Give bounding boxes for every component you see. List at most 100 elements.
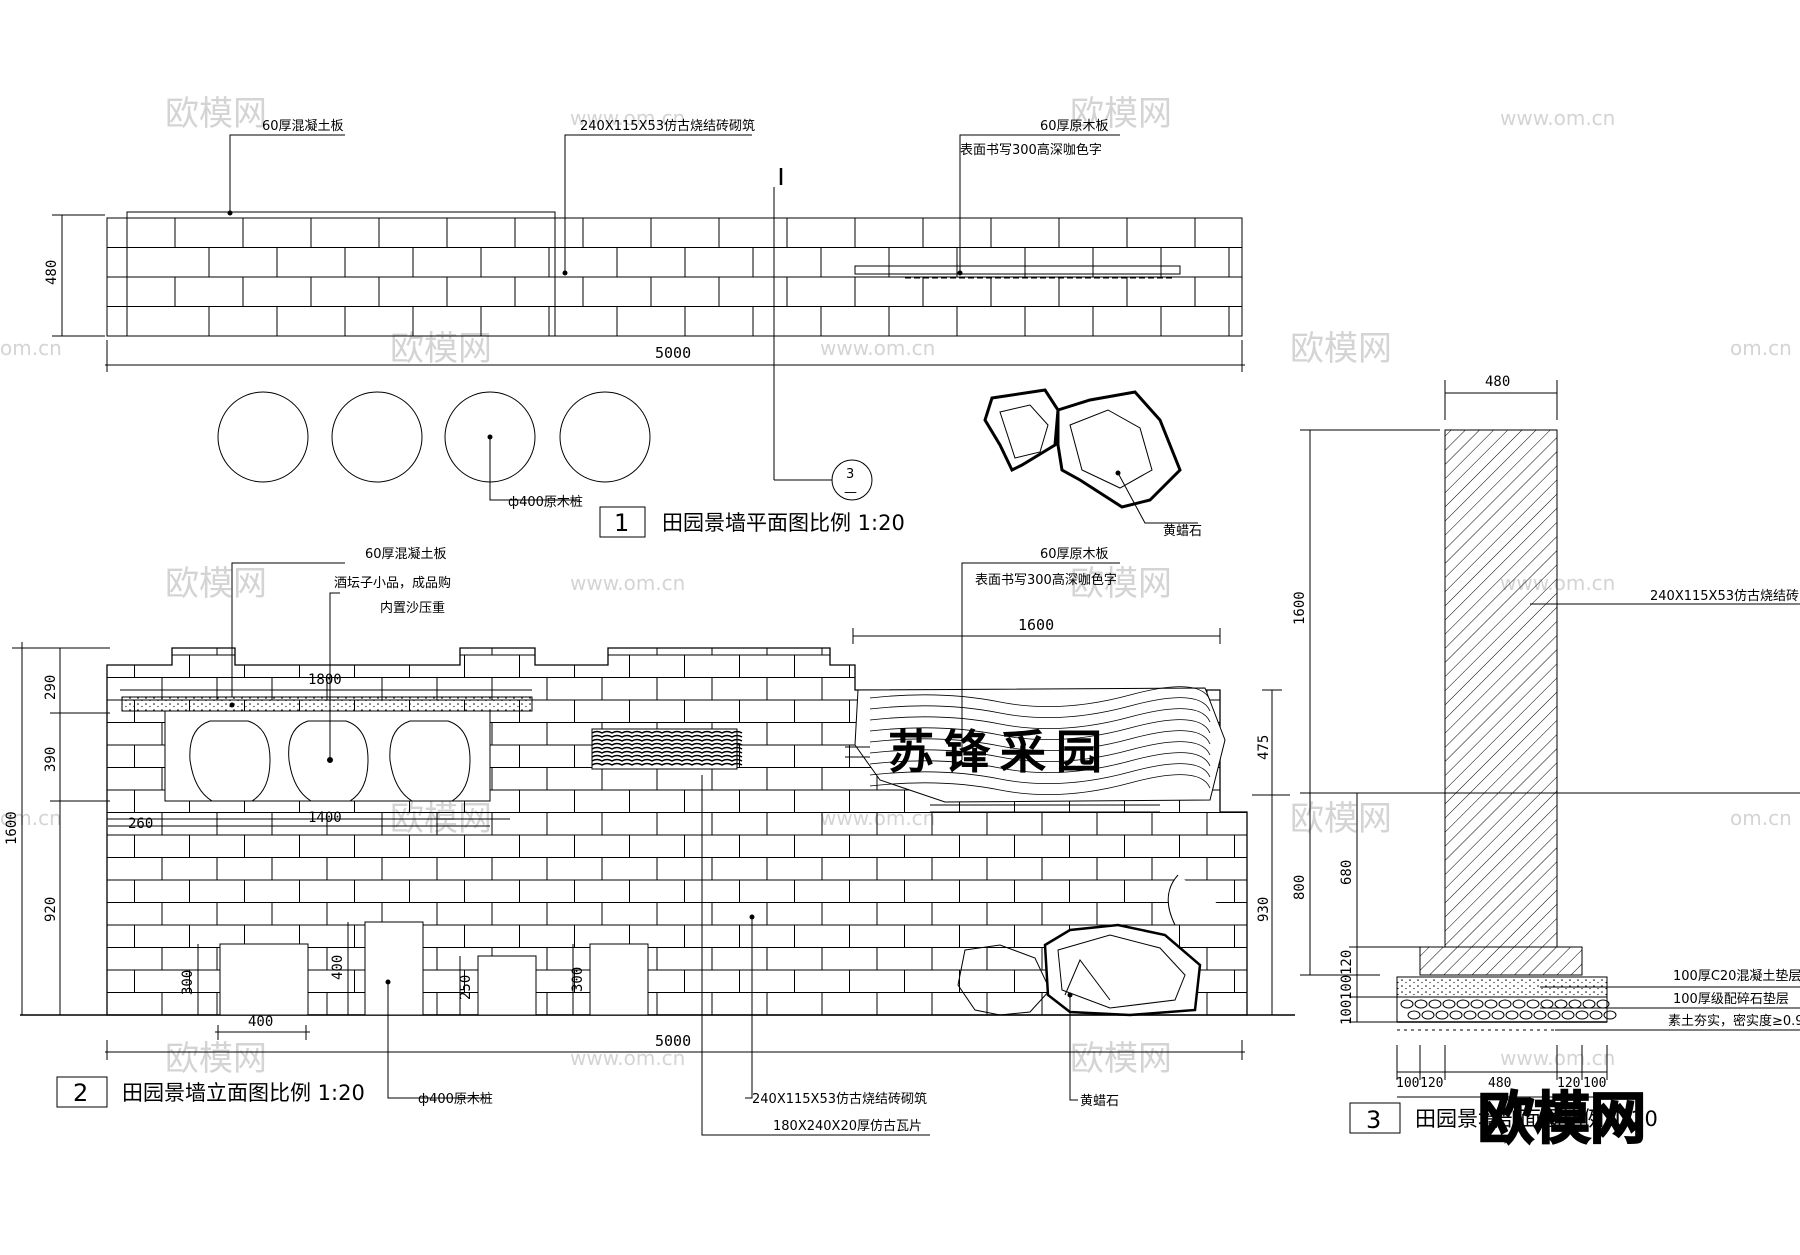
wood-grain-line [869,730,1211,752]
elevation-view [12,562,1295,1136]
elev-label-slab: 60厚混凝土板 [365,546,447,562]
elev-stone-detail [1064,959,1111,1001]
plan-stone [983,388,1060,473]
wood-grain-line [869,708,1211,730]
elevation-texts: 60厚混凝土板 酒坛子小品，成品购 内置沙压重 60厚原木板 表面书写300高深… [4,546,1272,1134]
gravel-stone [1561,1010,1575,1020]
leader-dot [749,914,755,920]
watermark-url: om.cn [1730,806,1792,830]
section-texts: 480 1600 800 680 120 100 100 240X115X53仿… [1292,374,1800,1153]
gravel-stone [1582,999,1596,1009]
watermark-text: 欧模网 [165,1039,267,1079]
elev-dim-length: 5000 [655,1032,691,1050]
elev-stone [957,944,1051,1016]
section-label-brick: 240X115X53仿古烧结砖 [1650,589,1799,604]
elev-dim-1600: 1600 [4,811,20,845]
leader-dot [957,270,963,276]
section-title: 田园景墙剖面图比例 1:20 [1415,1107,1658,1131]
gravel-stone [1540,999,1554,1009]
elev-opening [364,921,424,1016]
plan-timber-pile [331,391,423,483]
leader-dot [385,979,391,985]
elev-title-box [56,1076,108,1108]
watermark-text: 欧模网 [1070,94,1172,134]
watermark-url: www.om.cn [1500,106,1615,130]
section-dim-bottom: 120 [1557,1076,1580,1091]
tile-wave [591,738,743,742]
elev-brick-leader [745,917,753,1099]
tile-wave [591,754,743,758]
elev-dim-400a: 400 [330,955,346,980]
watermark-url: om.cn [1730,336,1792,360]
section-dim-bottom: 100 [1583,1076,1606,1091]
plan-pile-leader [489,437,580,501]
watermark-text: 欧模网 [165,564,267,604]
gravel-stone [1428,999,1442,1009]
watermark-url: om.cn [0,336,62,360]
watermark-url: om.cn [0,806,62,830]
leader-dot [327,757,333,763]
leader-dot [487,434,493,440]
elev-wall-outline [106,647,1248,1016]
elev-dim-shelf-bottom: 1400 [308,810,342,826]
watermark-url: www.om.cn [570,1046,685,1070]
plan-stone-leader [1117,472,1198,524]
section-dim-120: 120 [1339,950,1355,975]
elev-dim-930: 930 [1256,897,1272,922]
elev-dim-300a: 300 [180,970,196,995]
elev-concrete-slab [121,696,533,712]
watermark-layer: 欧模网 www.om.cn 欧模网 www.om.cn om.cn 欧模网 ww… [0,94,1792,1079]
section-callout-sub: — [844,485,857,500]
elev-opening [219,943,309,1016]
section-label-concrete: 100厚C20混凝土垫层 [1673,968,1800,984]
section-dim-bottom: 100 [1396,1076,1419,1091]
watermark-url: www.om.cn [1500,1046,1615,1070]
elev-label-jar-note: 内置沙压重 [380,600,445,616]
watermark-url: www.om.cn [820,336,935,360]
watermark-text: 欧模网 [1070,1039,1172,1079]
gravel-stone [1414,999,1428,1009]
plan-label-stone: 黄蜡石 [1163,524,1202,539]
wood-grain-line [869,752,1211,774]
elev-jar-leader [329,592,340,760]
plan-texts: 60厚混凝土板 240X115X53仿古烧结砖砌筑 60厚原木板 表面书写300… [44,118,1202,539]
elev-dim-920: 920 [43,897,59,922]
elev-dim-sign-width: 1600 [1018,616,1054,634]
watermark-url: www.om.cn [570,571,685,595]
tile-wave [591,758,743,762]
elev-tile-leader [701,775,930,1136]
watermark-text: 欧模网 [1290,329,1392,369]
elev-title: 田园景墙立面图比例 1:20 [122,1081,365,1105]
gravel-stone [1603,1010,1617,1020]
section-dim-100b: 100 [1339,1000,1355,1025]
elev-label-board: 60厚原木板 [1040,547,1109,562]
elev-dim-opening-width: 400 [248,1014,273,1030]
plan-timber-pile [559,391,651,483]
gravel-stone [1435,1010,1449,1020]
elev-label-stone: 黄蜡石 [1080,1094,1119,1109]
tile-wave [591,762,743,766]
elev-slab-leader [231,562,345,697]
gravel-stone [1519,1010,1533,1020]
section-dim-bottom: 480 [1488,1076,1511,1091]
plan-label-slab: 60厚混凝土板 [262,118,344,134]
elev-tile-pattern [591,730,743,766]
gravel-stone [1477,1010,1491,1020]
leader-dot [227,210,233,216]
section-dim-680: 680 [1339,860,1355,885]
wood-grain-line [869,697,1211,719]
plan-title-number: 1 [614,509,629,537]
wood-grain-line [869,741,1211,763]
gravel-stone [1442,999,1456,1009]
elev-label-tile: 180X240X20厚仿古瓦片 [773,1119,922,1134]
plan-timber-pile [217,391,309,483]
plan-label-pile: ф400原木桩 [508,495,583,510]
plan-label-board: 60厚原木板 [1040,119,1109,134]
section-dim-100a: 100 [1339,975,1355,1000]
wood-grain-line [869,686,1211,708]
gravel-stone [1512,999,1526,1009]
gravel-stone [1456,999,1470,1009]
section-callout-number: 3 [846,467,854,482]
elev-opening [589,943,649,1016]
plan-dim-length: 5000 [655,344,691,362]
